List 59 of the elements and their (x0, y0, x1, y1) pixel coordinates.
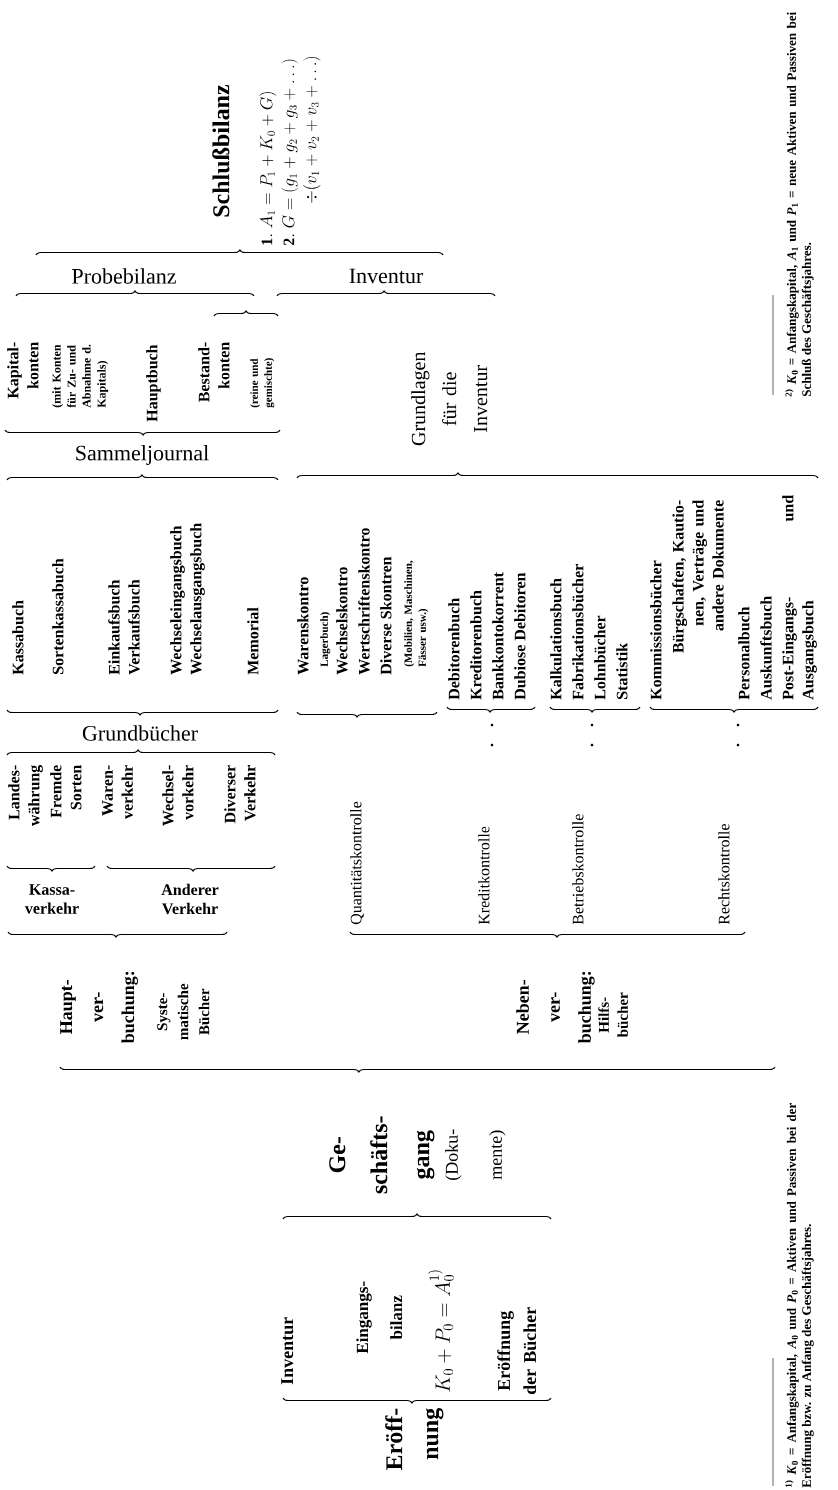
book-label: Sortenkassabuch (52, 558, 64, 674)
account-label: Bestand- konten (198, 342, 230, 402)
group-label: Eingangs- bilanz (356, 1281, 403, 1354)
group-label: (Doku- mente) (445, 1129, 506, 1180)
control-label: Rechtskontrolle (718, 824, 730, 925)
book-label: Kalkulationsbuch (550, 578, 562, 700)
book-label: Fremde Sorten (50, 765, 82, 818)
book-label: Wertschriftenskontro (358, 528, 370, 675)
note-text: Lagerbuch) (320, 612, 331, 667)
book-label: Diverse Skontren (380, 556, 392, 675)
control-label: Quantitätskontrolle (350, 801, 364, 925)
group-label: Eröffnung der Bücher (497, 1307, 537, 1395)
book-label: Dubiose Debitoren (514, 572, 526, 700)
book-label: Wechseleingangsbuch Wechselausgangsbuch (170, 523, 205, 675)
book-label: Statistik (616, 642, 628, 699)
control-label: Betriebskontrolle (572, 814, 584, 925)
book-label: Einkaufsbuch Verkaufsbuch (108, 579, 140, 675)
formula: $\mathbf{1.}\; A_1 = P_1 + K_0 + G)$ (259, 92, 277, 245)
book-label: Kommissionsbücher (650, 560, 662, 700)
book-label: Warenskontro (297, 577, 309, 675)
book-label: Bürgschaften, Kautio- nen, Verträge und andere Dokumente (672, 500, 724, 653)
book-label: Diverser Verkehr (224, 765, 256, 824)
formula: $K_0 + P_0 = A_0^{1)}$ (428, 1270, 454, 1392)
book-label: Bankkontokorrent (492, 572, 504, 700)
heading: Grundlagen für die Inventur (411, 351, 488, 446)
book-label: Memorial (247, 607, 259, 675)
group-label: Anderer Verkehr (161, 883, 219, 915)
group-label: Haupt- ver- buchung: (60, 971, 138, 1044)
group-label: Kassa- verkehr (24, 884, 79, 914)
heading: Ge- schäfts- gang (329, 1116, 435, 1194)
heading: Inventur (349, 268, 424, 284)
group-label: Neben- ver- buchung: (516, 971, 595, 1044)
formula: $\mathbf{2.}\; G = (g_1 + g_2 + g_3 + \dots)$ (281, 59, 299, 246)
book-label: Wechselskontro (336, 567, 348, 675)
note-text: (Mobilien, Maschinen, Fässer usw.) (404, 560, 429, 667)
formula: $\div (v_1 + v_2 + v_3 + \dots)$ (303, 57, 321, 203)
note-text: (mit Konten für Zu- und Abnahme d. Kapitals) (52, 344, 109, 408)
book-label: Debitorenbuch (448, 598, 460, 700)
heading: Probebilanz (72, 268, 176, 284)
heading: Eröff- nung (385, 1408, 444, 1471)
group-label: Hilfs- bücher (598, 992, 628, 1038)
account-label: Hauptbuch (146, 344, 161, 422)
heading: Sammeljournal (76, 445, 209, 465)
book-label: Landes- währung (8, 764, 43, 827)
book-label: Kassabuch (12, 600, 24, 675)
book-label: Personalbuch (738, 606, 750, 700)
book-label: Post-Eingangs- und Ausgangsbuch (782, 494, 817, 700)
group-label: Syste- matische Bücher (157, 983, 210, 1040)
heading: Schlußbilanz (212, 84, 230, 217)
account-label: Kapital- konten (7, 342, 39, 399)
group-label: Inventur (281, 1317, 294, 1385)
book-label: Waren- verkehr (102, 765, 133, 819)
note-text: (reine und gemischte) (250, 358, 275, 408)
book-label: Kreditorenbuch (470, 590, 482, 700)
book-label: Fabrikationsbücher (572, 564, 584, 700)
book-label: Auskunftsbuch (760, 596, 772, 700)
heading: Grundbücher (82, 725, 198, 741)
book-label: Lohnbücher (594, 615, 606, 700)
control-label: Kreditkontrolle (478, 826, 490, 925)
